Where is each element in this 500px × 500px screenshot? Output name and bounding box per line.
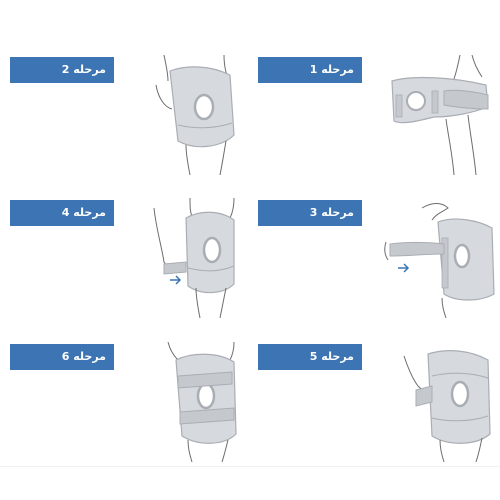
step-2-label: مرحله 2 <box>10 57 114 83</box>
knee-brace-step-3-illustration <box>382 198 496 318</box>
bottom-divider <box>0 466 500 467</box>
knee-brace-step-6-illustration <box>134 342 248 462</box>
knee-brace-step-1-illustration <box>382 55 496 175</box>
knee-brace-step-5-illustration <box>382 342 496 462</box>
step-5: مرحله 5 <box>258 342 500 462</box>
step-3: مرحله 3 <box>258 198 500 318</box>
step-4-label: مرحله 4 <box>10 200 114 226</box>
step-6: مرحله 6 <box>10 342 252 462</box>
knee-brace-step-4-illustration <box>134 198 248 318</box>
step-2: مرحله 2 <box>10 55 252 175</box>
step-4: مرحله 4 <box>10 198 252 318</box>
step-6-label: مرحله 6 <box>10 344 114 370</box>
step-1-label: مرحله 1 <box>258 57 362 83</box>
knee-brace-step-2-illustration <box>134 55 248 175</box>
step-1: مرحله 1 <box>258 55 500 175</box>
step-3-label: مرحله 3 <box>258 200 362 226</box>
step-5-label: مرحله 5 <box>258 344 362 370</box>
